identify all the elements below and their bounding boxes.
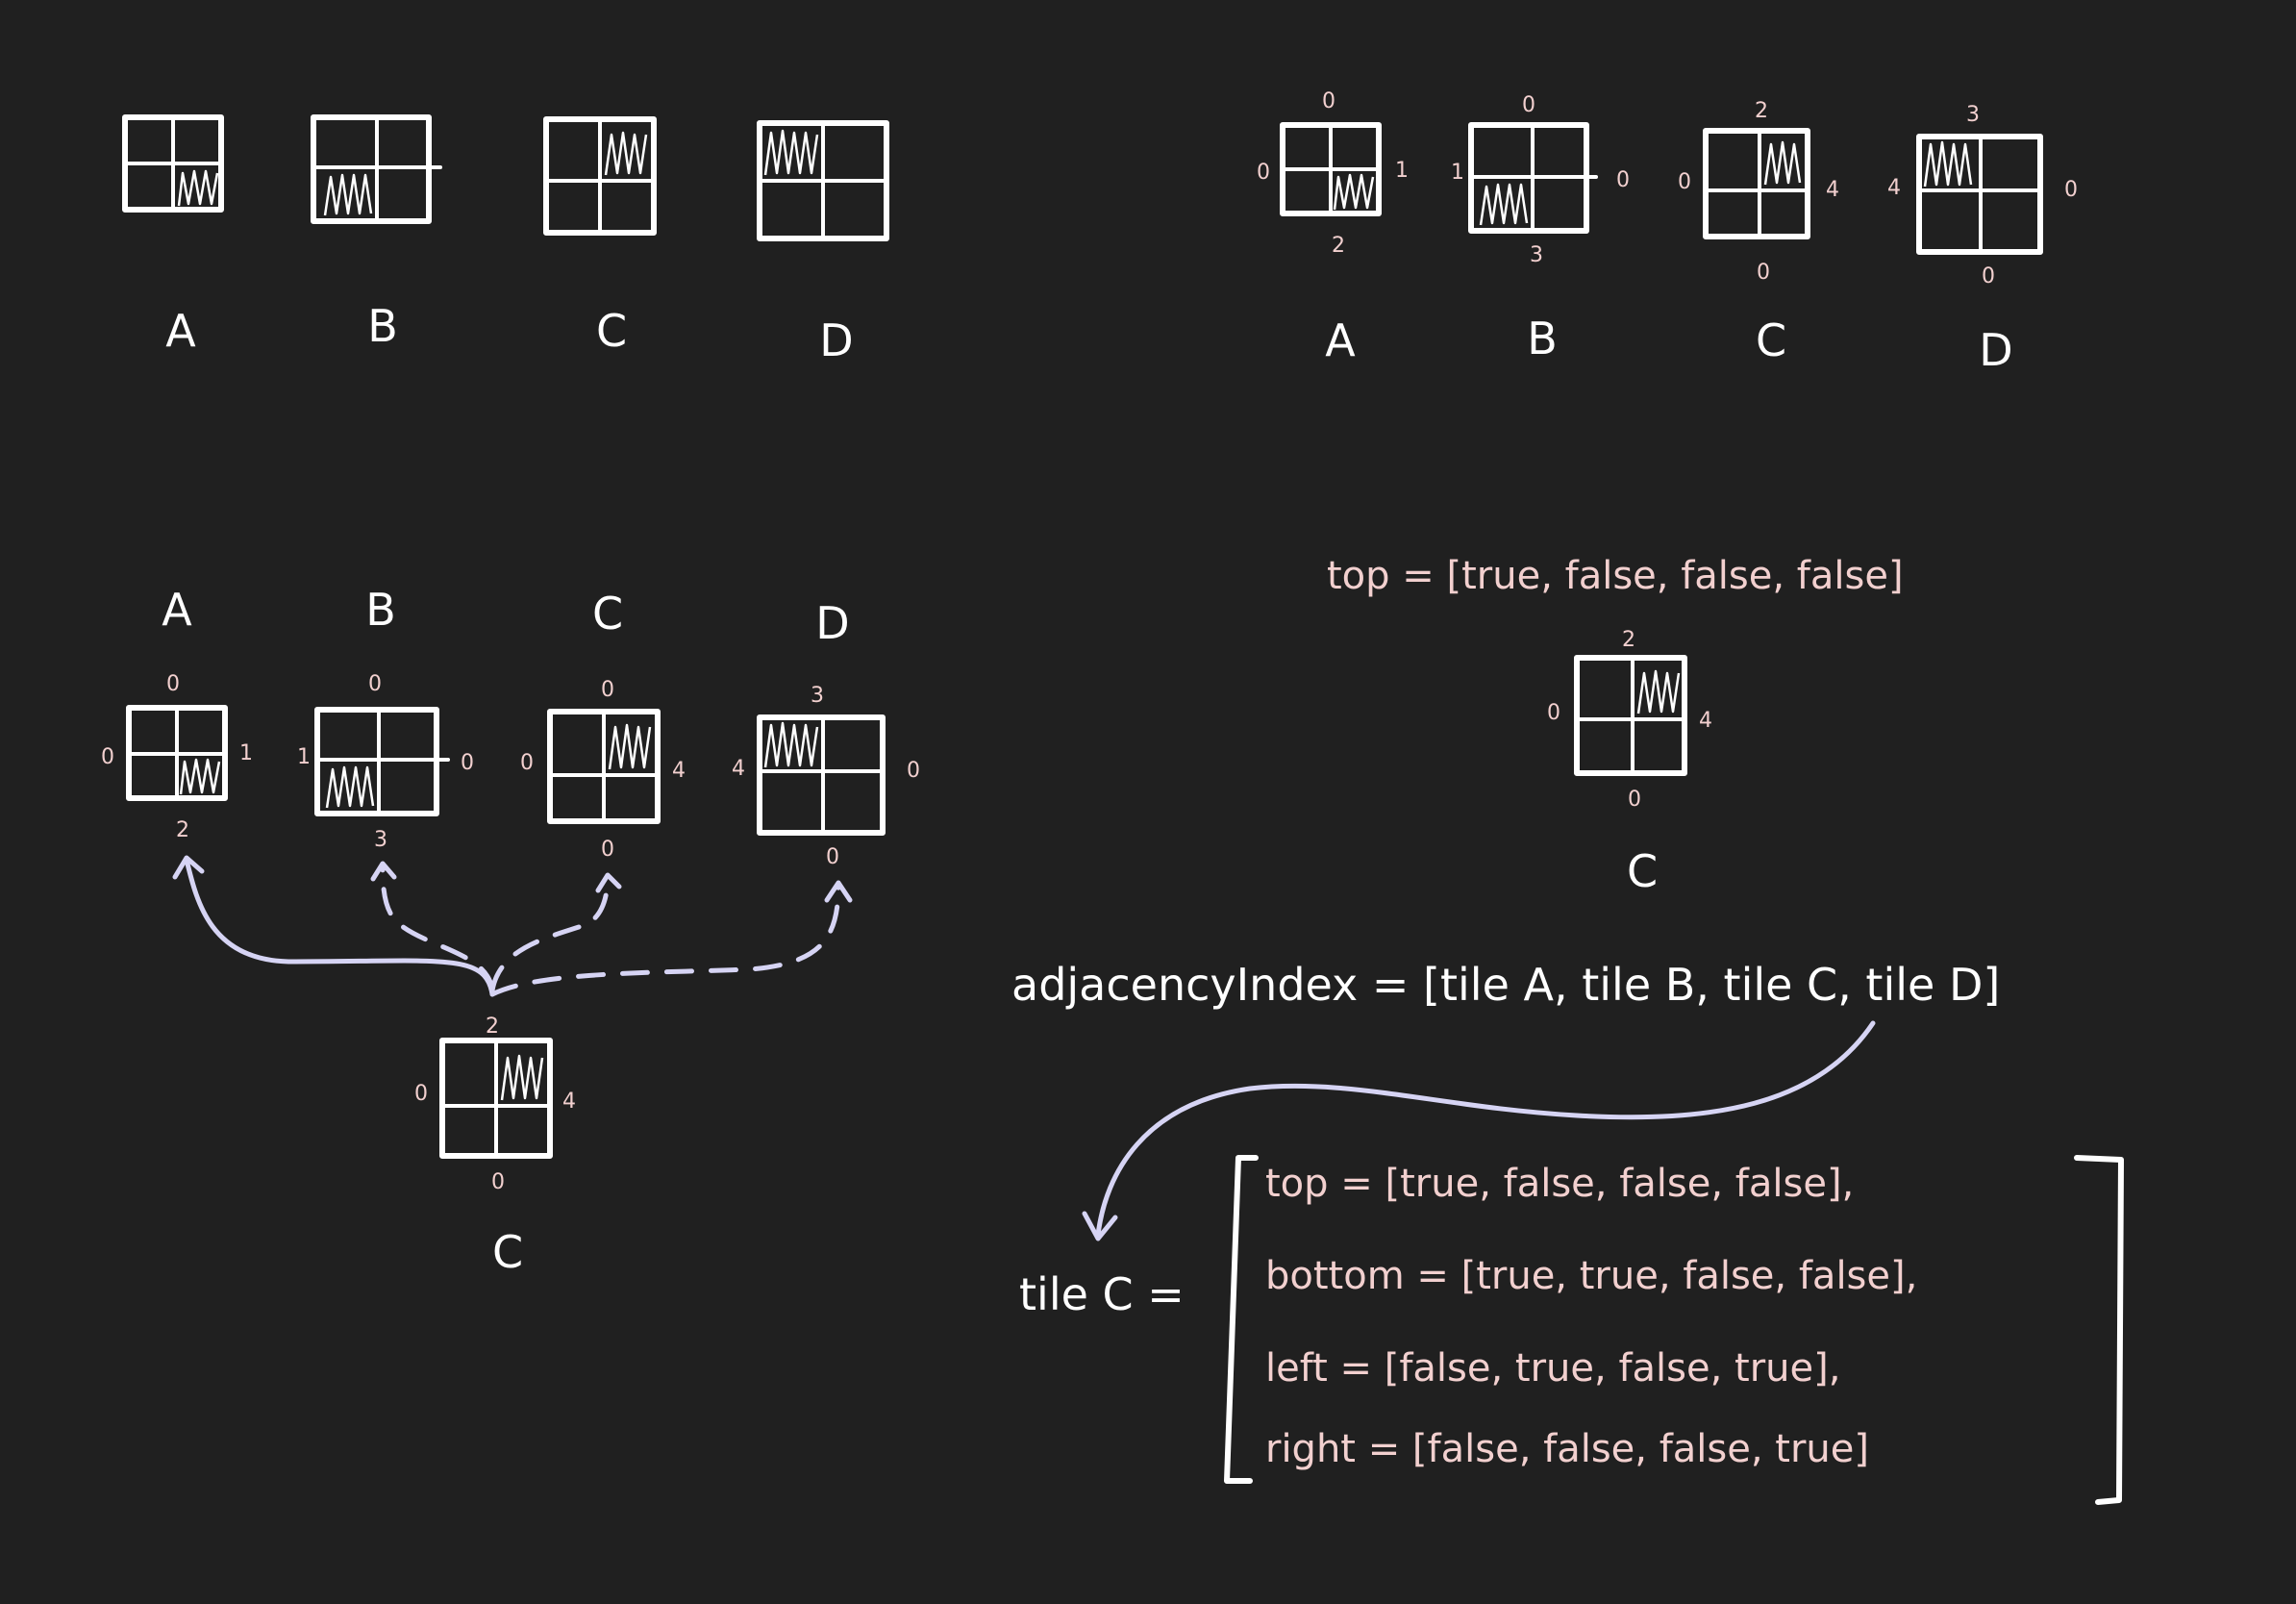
top-expression: top = [true, false, false, false] — [1327, 554, 1904, 598]
row2-tile-d — [1916, 134, 2043, 255]
row1-label-d: D — [819, 314, 853, 366]
row3-d-bottom-socket: 0 — [826, 845, 839, 869]
source-c-right-socket: 4 — [562, 1090, 576, 1114]
row3-a-left-socket: 0 — [101, 745, 114, 769]
row2-d-left-socket: 4 — [1887, 176, 1901, 200]
row2-tile-c — [1703, 128, 1810, 239]
source-tile-c — [439, 1038, 553, 1159]
row2-label-c: C — [1756, 314, 1786, 366]
row1-tile-a — [122, 114, 224, 213]
row2-label-a: A — [1325, 314, 1356, 366]
arrow-to-tile-b — [380, 863, 495, 993]
arrow-head-tile-c — [1082, 1211, 1118, 1241]
row2-a-left-socket: 0 — [1257, 161, 1270, 185]
tile-c-left-row: left = [false, true, false, true], — [1265, 1346, 1840, 1391]
tile-c-top-row: top = [true, false, false, false], — [1265, 1162, 1854, 1206]
row3-b-top-socket: 0 — [368, 672, 382, 696]
arrow-to-tile-c — [489, 874, 611, 993]
row1-label-a: A — [165, 305, 196, 357]
row2-a-top-socket: 0 — [1322, 89, 1335, 113]
arrow-head-c — [595, 872, 622, 893]
row2-b-top-socket: 0 — [1522, 93, 1535, 117]
tile-c-bottom-row: bottom = [true, true, false, false], — [1265, 1254, 1917, 1298]
example-c-left-socket: 0 — [1547, 701, 1560, 725]
row3-tile-b — [314, 707, 450, 816]
row1-tile-d — [757, 120, 889, 241]
row2-c-top-socket: 2 — [1755, 99, 1768, 123]
row3-label-d: D — [815, 597, 849, 649]
arrow-to-tile-a — [184, 857, 495, 997]
row2-c-bottom-socket: 0 — [1757, 261, 1770, 285]
row3-a-top-socket: 0 — [166, 672, 180, 696]
row1-tile-c — [543, 116, 657, 236]
row2-label-b: B — [1527, 313, 1558, 364]
row2-d-top-socket: 3 — [1966, 103, 1980, 127]
row2-b-bottom-socket: 3 — [1530, 243, 1543, 267]
row3-a-bottom-socket: 2 — [176, 818, 189, 842]
row1-label-b: B — [367, 300, 398, 352]
row2-b-left-socket: 1 — [1451, 161, 1464, 185]
row3-b-right-socket: 0 — [461, 751, 474, 775]
row2-tile-a — [1280, 122, 1382, 216]
row3-tile-d — [757, 714, 886, 836]
row3-c-right-socket: 4 — [672, 759, 686, 783]
row3-d-top-socket: 3 — [811, 684, 824, 708]
row2-c-right-socket: 4 — [1826, 178, 1839, 202]
row3-d-left-socket: 4 — [732, 757, 745, 781]
source-c-left-socket: 0 — [414, 1082, 428, 1106]
row2-a-right-socket: 1 — [1395, 159, 1409, 183]
row3-c-left-socket: 0 — [520, 751, 534, 775]
arrow-adjacency-to-tile-c — [1095, 1020, 1876, 1238]
row3-label-c: C — [592, 588, 623, 639]
row3-tile-c — [547, 709, 661, 824]
row3-c-top-socket: 0 — [601, 678, 614, 702]
close-bracket — [2074, 1155, 2124, 1505]
row3-a-right-socket: 1 — [239, 741, 253, 765]
row3-label-b: B — [365, 584, 396, 636]
row2-d-bottom-socket: 0 — [1982, 264, 1995, 288]
row2-a-bottom-socket: 2 — [1332, 234, 1345, 258]
arrow-head-d — [824, 880, 853, 903]
row2-tile-b — [1468, 122, 1598, 234]
row2-c-left-socket: 0 — [1678, 170, 1691, 194]
adjacency-index-expression: adjacencyIndex = [tile A, tile B, tile C… — [1011, 959, 2000, 1011]
example-c-right-socket: 4 — [1699, 709, 1712, 733]
example-c-top-socket: 2 — [1622, 628, 1635, 652]
source-c-top-socket: 2 — [486, 1015, 499, 1039]
tile-c-name: tile C = — [1019, 1268, 1185, 1320]
row3-d-right-socket: 0 — [907, 759, 920, 783]
source-c-label: C — [492, 1226, 523, 1278]
row2-b-right-socket: 0 — [1616, 168, 1630, 192]
row2-d-right-socket: 0 — [2064, 178, 2078, 202]
example-tile-c — [1574, 655, 1687, 776]
row2-label-d: D — [1979, 324, 2012, 376]
row3-c-bottom-socket: 0 — [601, 838, 614, 862]
row3-label-a: A — [162, 584, 192, 636]
example-c-label: C — [1627, 845, 1658, 897]
row1-tile-b — [311, 114, 442, 224]
arrow-head-b — [370, 861, 397, 882]
arrow-to-tile-d — [489, 882, 841, 997]
example-c-bottom-socket: 0 — [1628, 788, 1641, 812]
row3-tile-a — [126, 705, 228, 801]
row3-b-bottom-socket: 3 — [374, 828, 387, 852]
arrow-head-a — [172, 855, 205, 880]
row1-label-c: C — [596, 305, 627, 357]
source-c-bottom-socket: 0 — [491, 1170, 505, 1194]
open-bracket — [1224, 1155, 1259, 1484]
tile-c-right-row: right = [false, false, false, true] — [1265, 1427, 1869, 1471]
row3-b-left-socket: 1 — [297, 745, 311, 769]
